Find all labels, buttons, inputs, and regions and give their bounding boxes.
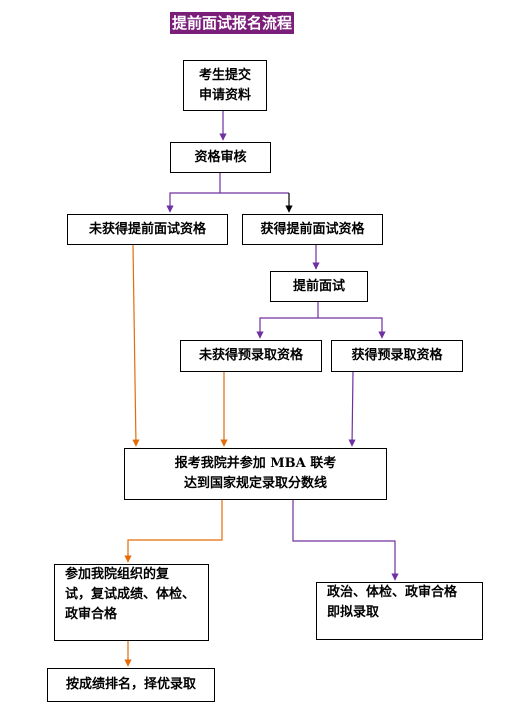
node-submit-line1: 考生提交 <box>198 67 251 83</box>
arrow-pre-admit-mba <box>348 371 356 447</box>
node-admit-line1: 政治、体检、政审合格 <box>327 585 458 600</box>
node-submit-line2: 申请资料 <box>198 87 251 103</box>
node-review-label: 资格审核 <box>194 149 247 165</box>
node-mba-exam-line2: 达到国家规定录取分数线 <box>183 476 327 491</box>
node-mba-exam-line1: 报考我院并参加 MBA 联考 <box>174 456 337 471</box>
node-admit: 政治、体检、政审合格 即拟录取 <box>316 582 483 640</box>
node-not-qualified: 未获得提前面试资格 <box>67 214 228 245</box>
node-interview-label: 提前面试 <box>292 278 345 294</box>
node-pre-admit-label: 获得预录取资格 <box>351 348 443 363</box>
node-retest-line3: 政审合格 <box>65 607 118 622</box>
node-qualified-label: 获得提前面试资格 <box>260 221 365 237</box>
node-pre-admit: 获得预录取资格 <box>331 340 463 372</box>
page-title: 提前面试报名流程 <box>170 12 295 34</box>
node-retest: 参加我院组织的复 试，复试成绩、体检、 政审合格 <box>54 564 209 641</box>
node-interview: 提前面试 <box>270 271 368 302</box>
node-submit: 考生提交 申请资料 <box>183 60 267 111</box>
node-retest-line2: 试，复试成绩、体检、 <box>65 587 196 602</box>
arrow-to-not-qualified <box>166 192 220 213</box>
node-not-pre-admit: 未获得预录取资格 <box>180 340 322 372</box>
arrow-to-not-pre-admit <box>256 317 318 339</box>
node-admit-line2: 即拟录取 <box>327 605 380 620</box>
node-review: 资格审核 <box>170 142 271 173</box>
arrow-to-pre-admit <box>318 317 386 339</box>
node-not-pre-admit-label: 未获得预录取资格 <box>198 348 303 363</box>
node-not-qualified-label: 未获得提前面试资格 <box>88 221 206 237</box>
node-mba-exam: 报考我院并参加 MBA 联考 达到国家规定录取分数线 <box>124 448 387 500</box>
node-retest-line1: 参加我院组织的复 <box>65 567 170 582</box>
node-rank-label: 按成绩排名，择优录取 <box>65 677 196 692</box>
node-rank: 按成绩排名，择优录取 <box>47 668 215 702</box>
arrow-mba-retest <box>124 500 223 563</box>
node-qualified: 获得提前面试资格 <box>242 214 383 245</box>
arrow-not-qualified-mba <box>132 244 140 447</box>
arrow-mba-admit <box>292 500 399 581</box>
